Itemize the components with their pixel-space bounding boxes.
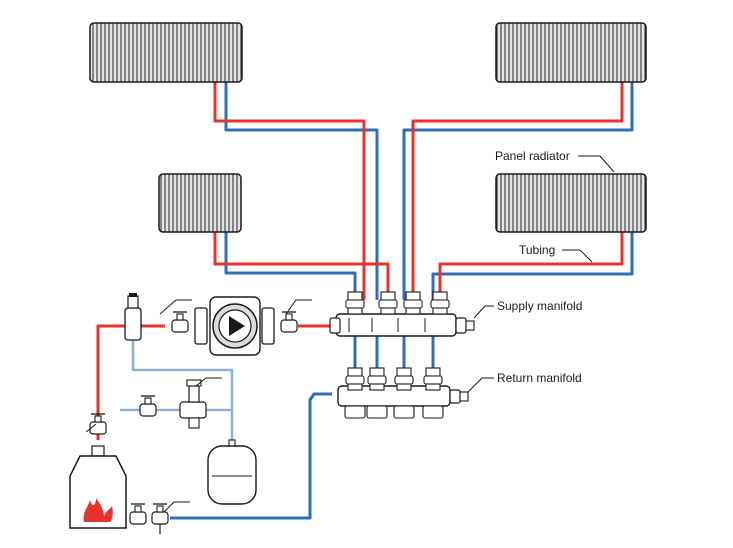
label-panel-radiator: Panel radiator	[495, 149, 570, 163]
fill-valve-assembly	[139, 379, 207, 429]
label-tubing: Tubing	[519, 243, 555, 257]
return-piping	[170, 82, 634, 520]
return-line-middle-left	[224, 232, 357, 300]
radiator-top-right	[495, 22, 647, 83]
pump-arrow-icon	[229, 316, 245, 336]
supply-line-top-right	[411, 82, 624, 300]
boiler	[69, 413, 127, 529]
pump-isolation-valve-left	[171, 311, 189, 333]
callout-return-manifold: Return manifold	[467, 371, 582, 393]
radiator-middle-left	[158, 173, 242, 233]
return-manifold	[337, 367, 469, 419]
return-line-middle-right	[431, 232, 634, 300]
return-line-top-right	[402, 82, 634, 300]
return-line-top-left	[224, 82, 379, 300]
callout-panel-radiator: Panel radiator	[495, 149, 615, 173]
supply-piping	[96, 82, 624, 440]
supply-line-middle-right	[438, 232, 624, 300]
circulator-pump	[194, 296, 275, 356]
radiator-middle-right	[495, 173, 647, 233]
expansion-tank	[207, 439, 257, 505]
supply-line-middle-left	[213, 232, 390, 300]
radiator-top-left	[89, 22, 243, 83]
return-line-to-boiler	[170, 392, 332, 520]
expansion-piping	[120, 340, 234, 445]
callout-tubing: Tubing	[519, 243, 593, 263]
supply-line-from-boiler	[96, 324, 130, 440]
label-supply-manifold: Supply manifold	[497, 299, 582, 313]
callout-supply-manifold: Supply manifold	[473, 299, 582, 319]
air-separator	[124, 293, 142, 341]
pump-isolation-valve-right	[280, 311, 298, 333]
boiler-drain-valve	[129, 503, 169, 534]
label-return-manifold: Return manifold	[497, 371, 582, 385]
supply-manifold	[329, 291, 475, 337]
flame-icon	[83, 498, 113, 522]
leader-lines	[85, 299, 312, 513]
supply-line-top-left	[213, 82, 366, 300]
